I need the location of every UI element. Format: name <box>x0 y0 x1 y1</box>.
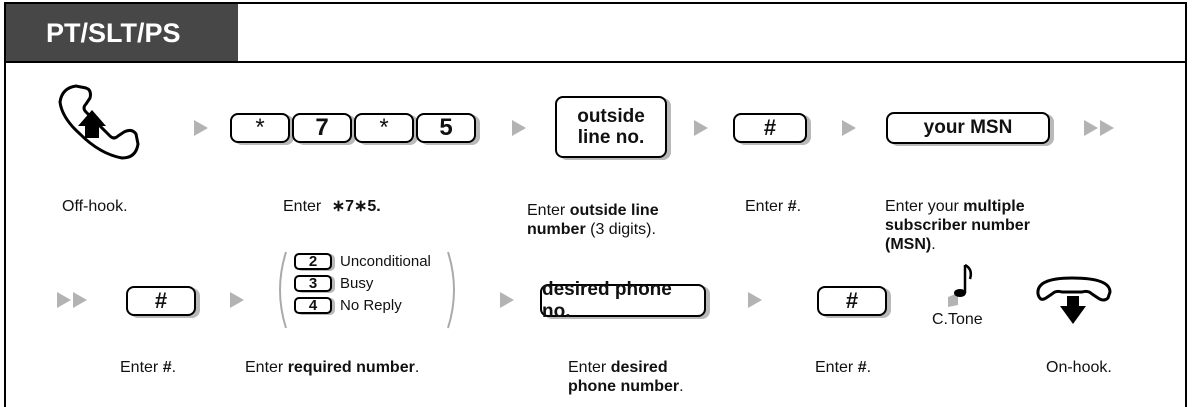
arrow-icon <box>73 292 87 308</box>
caption-hash: Enter #. <box>745 198 802 215</box>
option-label-unconditional: Unconditional <box>340 253 431 270</box>
outside-line-key: outside line no. <box>555 96 667 158</box>
caption-msn: Enter your multiple subscriber number (M… <box>885 198 1030 253</box>
option-key-3: 3 <box>294 275 332 292</box>
caption-hash-2: Enter #. <box>120 359 177 376</box>
caption-outside-line: Enter outside line number (3 digits). <box>527 202 659 238</box>
hash-key-3: # <box>817 286 887 316</box>
key-star-1: * <box>230 113 290 143</box>
msn-key: your MSN <box>886 112 1050 144</box>
key-star-2: * <box>354 113 414 143</box>
caption-required: Enter required number. <box>245 359 420 376</box>
option-key-2: 2 <box>294 253 332 270</box>
header-tab: PT/SLT/PS <box>6 4 238 62</box>
option-key-4: 4 <box>294 297 332 314</box>
header-title: PT/SLT/PS <box>46 17 181 48</box>
arrow-icon <box>748 292 762 308</box>
left-paren <box>279 251 287 329</box>
caption-hash-3: Enter #. <box>815 359 872 376</box>
key-7: 7 <box>292 113 352 143</box>
caption-offhook: Off-hook. <box>62 198 128 215</box>
procedure-frame <box>4 2 1187 407</box>
on-hook-icon <box>1036 276 1112 324</box>
option-label-no-reply: No Reply <box>340 297 402 314</box>
option-label-busy: Busy <box>340 275 374 292</box>
arrow-icon <box>1100 120 1114 136</box>
off-hook-icon <box>58 84 140 160</box>
music-note-icon <box>948 263 973 307</box>
hash-key: # <box>733 113 807 143</box>
key-5: 5 <box>416 113 476 143</box>
arrow-icon <box>194 120 208 136</box>
tone-label: C.Tone <box>932 311 983 328</box>
arrow-icon <box>694 120 708 136</box>
arrow-icon <box>500 292 514 308</box>
caption-onhook: On-hook. <box>1046 359 1112 376</box>
arrow-icon <box>512 120 526 136</box>
caption-desired: Enter desired phone number. <box>568 359 684 395</box>
arrow-icon <box>230 292 244 308</box>
desired-phone-key: desired phone no. <box>540 279 706 322</box>
arrow-icon <box>842 120 856 136</box>
caption-enter-code: Enter ∗7∗5. <box>283 198 381 215</box>
hash-key-2: # <box>126 286 196 316</box>
arrow-icon <box>57 292 71 308</box>
arrow-icon <box>1084 120 1098 136</box>
header-separator <box>6 61 1185 63</box>
right-paren <box>447 251 455 329</box>
